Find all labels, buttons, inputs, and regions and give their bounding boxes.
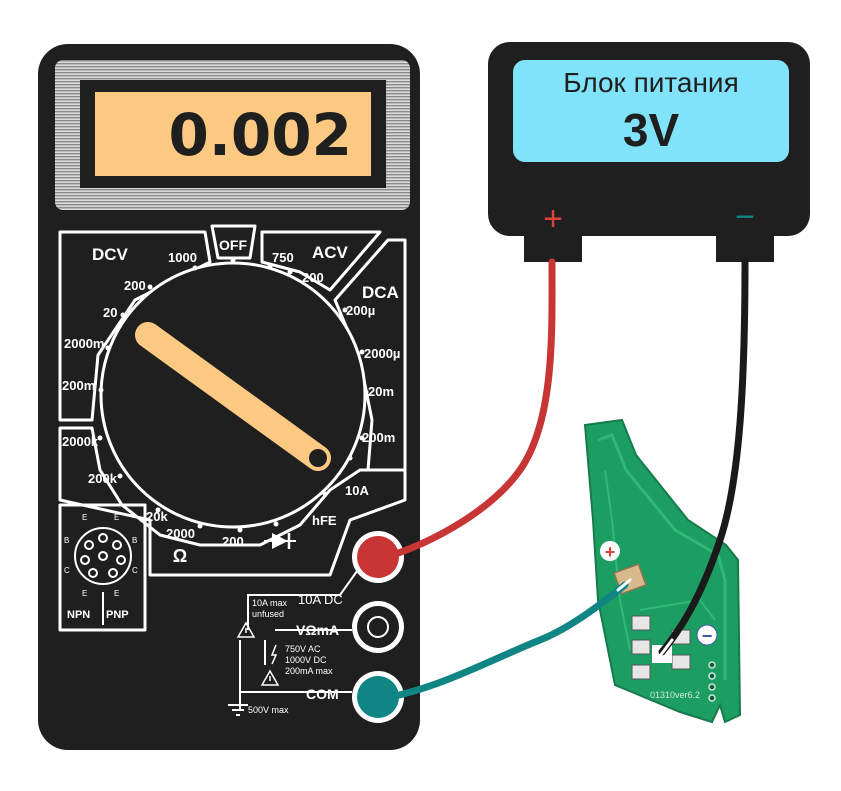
lcd-reading: 0.002 [169, 101, 352, 169]
label-dca: DCA [362, 283, 399, 302]
ohm-range-2000k: 2000k [62, 434, 99, 449]
pcb-minus-text: − [702, 626, 713, 646]
ohm-range-200: 200 [222, 534, 244, 549]
dcv-range-20: 20 [103, 305, 117, 320]
pin-label: E [114, 513, 119, 522]
label-500v-max: 500V max [248, 705, 289, 715]
pin-label: B [64, 536, 69, 545]
label-off: OFF [219, 237, 247, 253]
warning-icon [236, 621, 280, 686]
dca-range-20m: 20m [368, 384, 394, 399]
dcv-range-200: 200 [124, 278, 146, 293]
pnp-label: PNP [106, 609, 129, 621]
acv-range-200: 200 [302, 270, 324, 285]
contact-pad [631, 615, 651, 631]
dcv-range-2000m: 2000m [64, 336, 104, 351]
jack-panel-lines [228, 559, 366, 716]
psu-voltage: 3V [623, 104, 680, 156]
diode-icon [264, 533, 296, 549]
pcb-plus-text: + [605, 542, 616, 562]
black-probe-tip [658, 638, 674, 658]
label-com: COM [306, 686, 339, 702]
ohm-range-2000: 2000 [166, 526, 195, 541]
power-supply: Блок питания 3V + − [488, 42, 810, 262]
dca-range-2000u: 2000µ [364, 346, 400, 361]
pcb-trace [639, 598, 716, 621]
dial-pointer-dot [309, 449, 327, 467]
label-unfused: unfused [252, 609, 284, 619]
black-probe-wire [658, 258, 749, 656]
psu-title: Блок питания [563, 67, 738, 98]
label-acv: ACV [312, 243, 349, 262]
pcb-plus-marker [600, 541, 620, 561]
lcd-screen [95, 92, 371, 176]
label-dcv: DCV [92, 245, 129, 264]
jack-vohm[interactable] [352, 601, 404, 653]
lightning-icon [270, 644, 278, 665]
contact-pad [631, 664, 651, 680]
label-ohm: Ω [173, 546, 187, 566]
lcd-bezel: 0.002 [55, 60, 410, 210]
psu-plus-sign: + [543, 200, 563, 238]
contact-pad [671, 654, 691, 670]
label-10a-dc: 10A DC [298, 592, 343, 607]
ohm-range-20k: 20k [146, 509, 168, 524]
pin-label: E [114, 589, 119, 598]
teal-probe-tip [616, 578, 632, 592]
dcv-range-200m: 200m [62, 378, 95, 393]
psu-minus-sign: − [735, 198, 755, 236]
multimeter: 0.002 DCV OFF ACV DCA Ω 10 [38, 44, 420, 750]
dial-pointer [135, 322, 331, 471]
pcb-trace [597, 433, 727, 680]
dial-ticks [97, 257, 369, 533]
dial-panel-outline [58, 224, 407, 632]
pcb-trace [604, 469, 631, 651]
psu-screen [513, 60, 789, 162]
pin-label: C [64, 566, 70, 575]
label-200ma-max: 200mA max [285, 666, 333, 676]
psu-terminal-minus[interactable] [716, 236, 774, 262]
label-1000v-dc: 1000V DC [285, 655, 327, 665]
dca-range-200u: 200µ [346, 303, 375, 318]
pcb-board: + − 01310ver6.2 [583, 418, 742, 724]
dca-range-200m: 200m [362, 430, 395, 445]
pcb-holes [708, 661, 716, 702]
jack-10a[interactable] [352, 531, 404, 583]
contact-pad [631, 639, 651, 655]
pcb-minus-marker [696, 624, 718, 646]
teal-probe-wire [381, 581, 629, 702]
dcv-range-1000: 1000 [168, 250, 197, 265]
red-probe-wire [381, 258, 556, 561]
pin-label: E [82, 589, 87, 598]
pin-label: C [132, 566, 138, 575]
label-10a: 10A [345, 483, 369, 498]
jack-com[interactable] [352, 671, 404, 723]
pin-label: E [82, 513, 87, 522]
psu-terminal-plus[interactable] [524, 236, 582, 262]
pin-label: B [132, 536, 137, 545]
label-10a-max: 10A max [252, 598, 288, 608]
label-hfe: hFE [312, 513, 337, 528]
acv-range-750: 750 [272, 250, 294, 265]
label-vohm: VΩmA [296, 622, 339, 638]
probe-wires [381, 258, 749, 702]
dial-labels: DCV OFF ACV DCA Ω 1000 200 20 2000m 200m… [62, 237, 400, 566]
npn-label: NPN [67, 609, 90, 621]
jack-labels: 10A DC 10A max unfused VΩmA 750V AC 1000… [248, 592, 343, 715]
pcb-shape [583, 418, 742, 724]
pcb-silk-text: 01310ver6.2 [650, 690, 700, 700]
ohm-range-200k: 200k [88, 471, 118, 486]
label-750v-ac: 750V AC [285, 644, 321, 654]
transistor-socket: E B C E E B C E NPN PNP [64, 513, 138, 625]
